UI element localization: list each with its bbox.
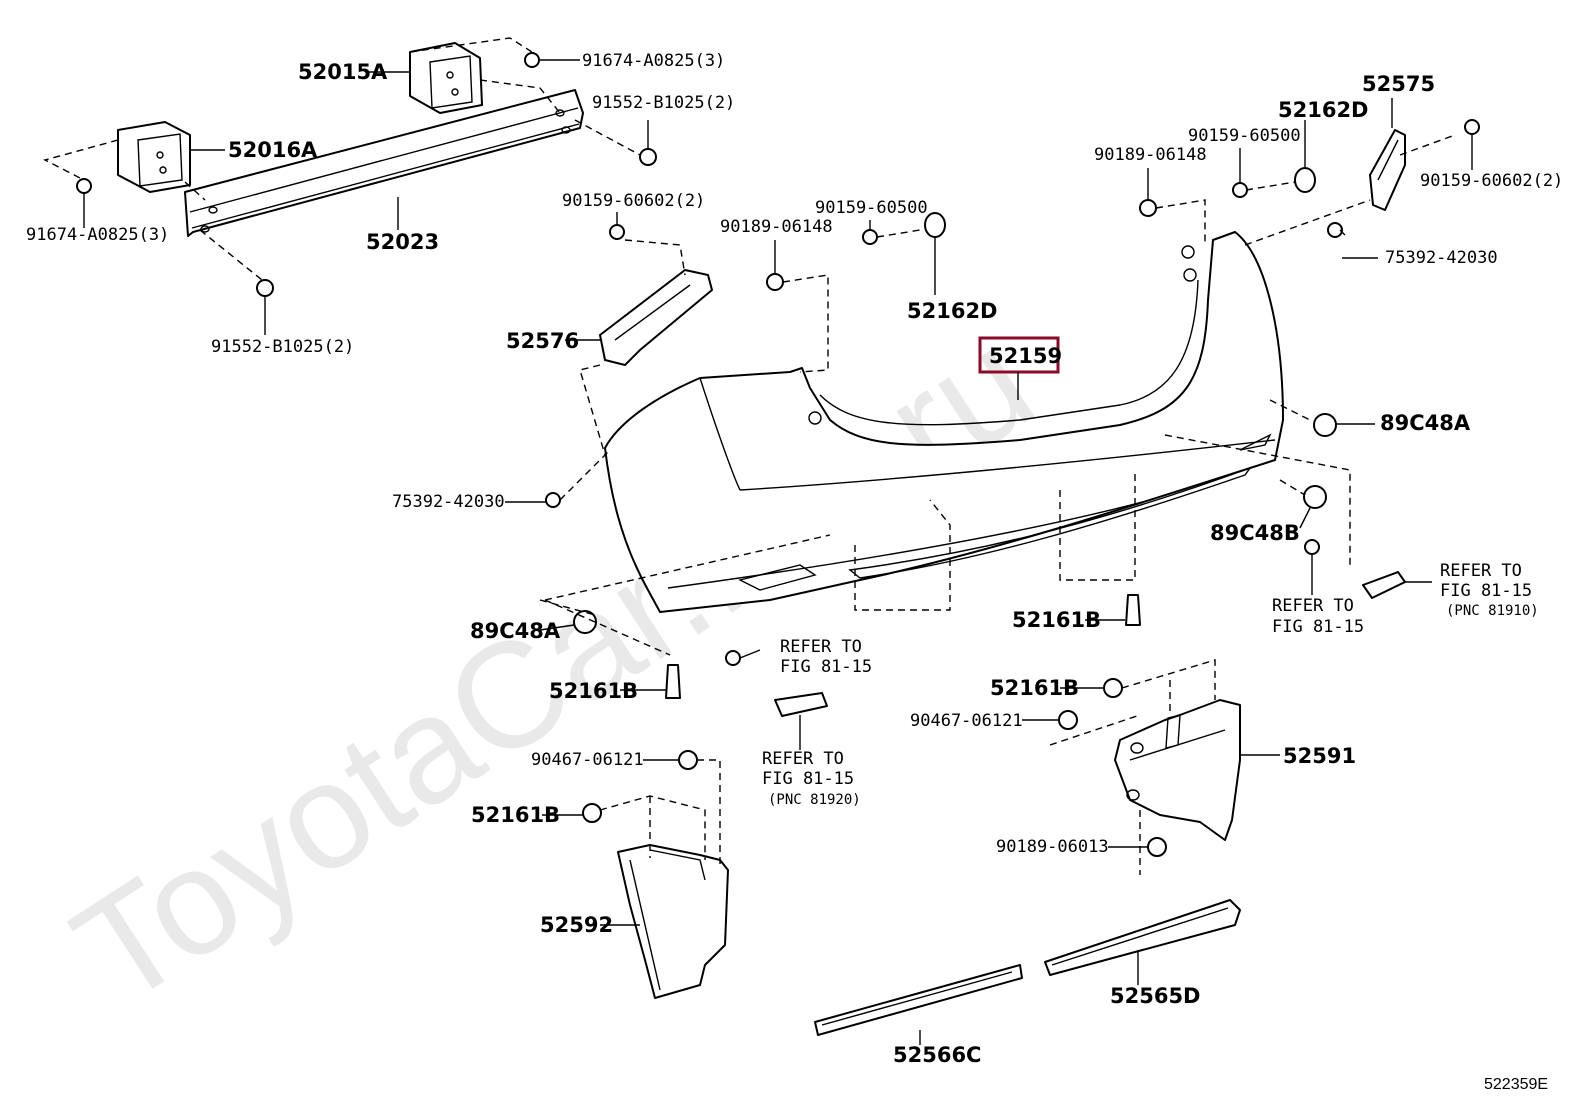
label-89C48A-left[interactable]: 89C48A	[470, 619, 561, 643]
clip-52161B-right[interactable]	[1103, 678, 1123, 698]
nut-89C48A-left[interactable]	[573, 610, 597, 634]
label-90159-60602-right[interactable]: 90159-60602(2)	[1420, 171, 1563, 191]
figure-id: 522359E	[1484, 1076, 1548, 1093]
label-52162D-right[interactable]: 52162D	[1278, 98, 1369, 122]
splash-shield-52592[interactable]	[617, 844, 729, 999]
nut-89C48A-right[interactable]	[1313, 413, 1337, 437]
label-52565D[interactable]: 52565D	[1110, 984, 1201, 1008]
label-52575[interactable]: 52575	[1362, 72, 1435, 96]
label-refer-left-2[interactable]: FIG 81-15	[780, 657, 872, 677]
clip-90189-06148-left[interactable]	[766, 273, 784, 291]
bolt-91552-bottom[interactable]	[256, 279, 274, 297]
label-refer-bottom-1[interactable]: REFER TO	[762, 749, 844, 769]
side-bracket-52576[interactable]	[599, 269, 713, 366]
label-52161B-left[interactable]: 52161B	[549, 679, 638, 703]
label-refer-left-1[interactable]: REFER TO	[780, 637, 862, 657]
label-90159-60500-right[interactable]: 90159-60500	[1188, 126, 1301, 146]
label-refer-mid-2[interactable]: FIG 81-15	[1272, 617, 1364, 637]
bolt-refer-right[interactable]	[1304, 539, 1320, 555]
cap-52162D-left[interactable]	[924, 212, 946, 238]
highlight-box	[978, 336, 1060, 374]
reinforcement-bracket-52016A[interactable]	[117, 121, 191, 193]
label-52162D-left[interactable]: 52162D	[907, 299, 998, 323]
label-52592[interactable]: 52592	[540, 913, 613, 937]
label-52591[interactable]: 52591	[1283, 744, 1356, 768]
screw-90159-60500-right[interactable]	[1232, 182, 1248, 198]
label-refer-bottom-2[interactable]: FIG 81-15	[762, 769, 854, 789]
reinforcement-bracket-52015A[interactable]	[409, 42, 483, 114]
reflector-right[interactable]	[1362, 571, 1406, 599]
label-90189-06148-right[interactable]: 90189-06148	[1094, 145, 1207, 165]
label-75392-right[interactable]: 75392-42030	[1385, 248, 1498, 268]
label-52161B-lower-left[interactable]: 52161B	[471, 803, 560, 827]
label-91674-left[interactable]: 91674-A0825(3)	[26, 225, 169, 245]
clip-90189-06013[interactable]	[1147, 837, 1167, 857]
label-52023[interactable]: 52023	[366, 230, 439, 254]
label-52016A[interactable]: 52016A	[228, 138, 318, 162]
label-91674-top[interactable]: 91674-A0825(3)	[582, 51, 725, 71]
bolt-91552-right[interactable]	[639, 148, 657, 166]
label-91552-bottom[interactable]: 91552-B1025(2)	[211, 337, 354, 357]
label-52015A[interactable]: 52015A	[298, 60, 388, 84]
label-refer-right-3[interactable]: (PNC 81910)	[1446, 603, 1539, 619]
label-refer-right-2[interactable]: FIG 81-15	[1440, 581, 1532, 601]
reflector-left[interactable]	[774, 692, 828, 717]
screw-75392-left[interactable]	[545, 492, 561, 508]
label-90189-06013[interactable]: 90189-06013	[996, 837, 1109, 857]
screw-90159-60500-left[interactable]	[862, 229, 878, 245]
label-52566C[interactable]: 52566C	[893, 1043, 981, 1067]
label-90467-right[interactable]: 90467-06121	[910, 711, 1023, 731]
bumper-reinforcement-52023[interactable]	[184, 89, 584, 237]
label-52161B-center[interactable]: 52161B	[1012, 608, 1101, 632]
screw-75392-right[interactable]	[1327, 222, 1343, 238]
clip-52161B-lower-left[interactable]	[582, 803, 602, 823]
nut-90467-right[interactable]	[1058, 710, 1078, 730]
label-90467-left[interactable]: 90467-06121	[531, 750, 644, 770]
bolt-refer-left[interactable]	[725, 650, 741, 666]
label-75392-left[interactable]: 75392-42030	[392, 492, 505, 512]
label-refer-mid-1[interactable]: REFER TO	[1272, 596, 1354, 616]
label-refer-bottom-3[interactable]: (PNC 81920)	[768, 792, 861, 808]
label-90189-06148-left[interactable]: 90189-06148	[720, 217, 833, 237]
label-52576[interactable]: 52576	[506, 329, 579, 353]
label-89C48B[interactable]: 89C48B	[1210, 521, 1300, 545]
label-90159-60602-left[interactable]: 90159-60602(2)	[562, 191, 705, 211]
screw-90159-60602-right[interactable]	[1464, 119, 1480, 135]
screw-90159-60602-left[interactable]	[609, 224, 625, 240]
bolt-91674-top[interactable]	[524, 52, 540, 68]
side-bracket-52575[interactable]	[1369, 129, 1406, 211]
label-refer-right-1[interactable]: REFER TO	[1440, 561, 1522, 581]
bolt-91674-left[interactable]	[76, 178, 92, 194]
trim-52566C[interactable]	[814, 964, 1023, 1036]
bumper-cover-52159[interactable]	[604, 231, 1284, 613]
clip-52161B-left[interactable]	[665, 664, 681, 699]
label-91552-right[interactable]: 91552-B1025(2)	[592, 93, 735, 113]
label-90159-60500-left[interactable]: 90159-60500	[815, 198, 928, 218]
splash-shield-52591[interactable]	[1114, 699, 1241, 841]
clip-52161B-center[interactable]	[1125, 594, 1141, 626]
nut-90467-left[interactable]	[678, 750, 698, 770]
clip-90189-06148-right[interactable]	[1139, 199, 1157, 217]
label-52161B-right[interactable]: 52161B	[990, 676, 1079, 700]
cap-52162D-right[interactable]	[1294, 167, 1316, 193]
nut-89C48B[interactable]	[1303, 485, 1327, 509]
label-52159[interactable]: 52159	[989, 344, 1062, 368]
trim-52565D[interactable]	[1044, 899, 1241, 976]
label-89C48A-right[interactable]: 89C48A	[1380, 411, 1471, 435]
